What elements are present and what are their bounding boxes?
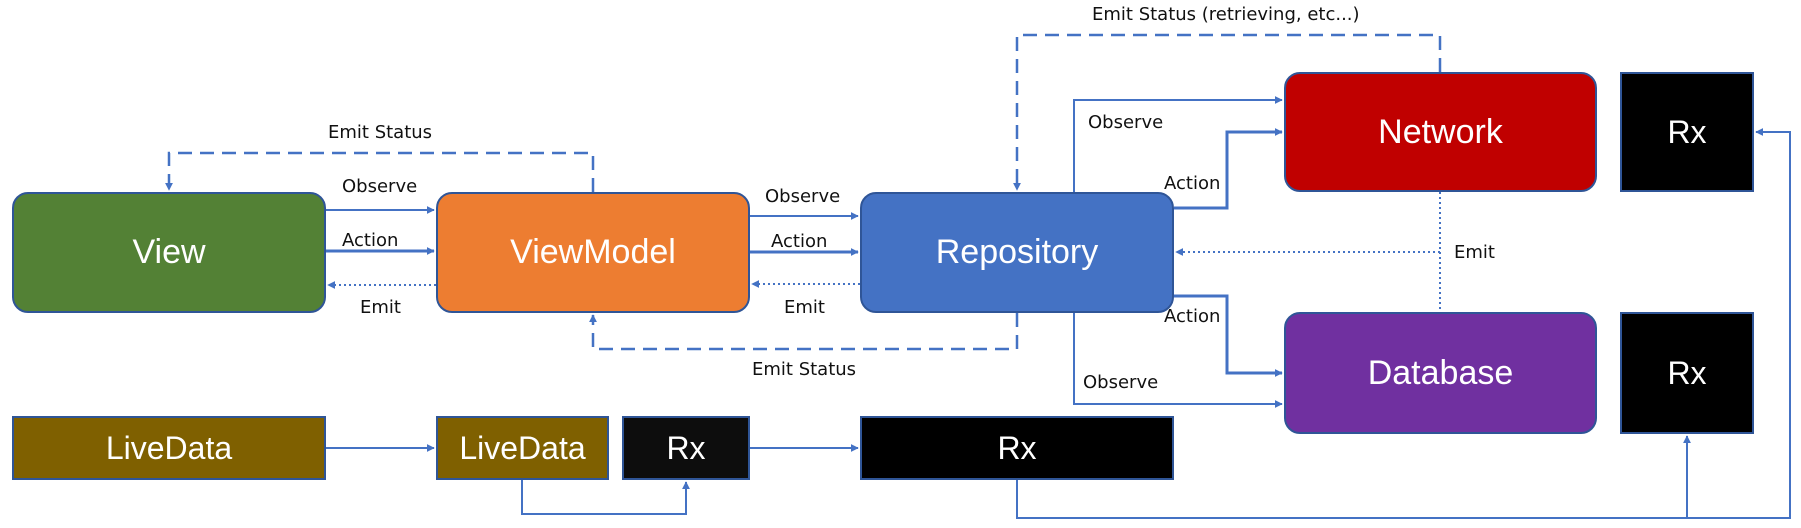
observe-repo-network-label: Observe (1088, 112, 1164, 133)
network-node: Network (1284, 72, 1597, 192)
livedata-viewmodel-label: LiveData (459, 429, 586, 466)
livedata-viewmodel-node: LiveData (436, 416, 609, 480)
action-repo-database-label: Action (1164, 306, 1221, 327)
emit-status-view-label: Emit Status (328, 122, 433, 143)
edge-livedata-vm-to-rx (521, 480, 690, 515)
action-vm-repo-label: Action (771, 231, 828, 252)
repository-node: Repository (860, 192, 1174, 313)
database-node: Database (1284, 312, 1597, 434)
rx-repository-label: Rx (997, 429, 1037, 466)
livedata-view-node: LiveData (12, 416, 326, 480)
edge-emit-status-view (165, 151, 595, 192)
rx-viewmodel-node: Rx (622, 416, 750, 480)
rx-network-label: Rx (1667, 113, 1707, 150)
edge-observe-repo-network (1073, 96, 1283, 192)
rx-database-label: Rx (1667, 354, 1707, 391)
rx-database-node: Rx (1620, 312, 1754, 434)
edge-action-repo-database (1174, 294, 1283, 377)
livedata-view-label: LiveData (105, 429, 233, 466)
edge-emit-status-top (1013, 33, 1442, 191)
rx-viewmodel-label: Rx (666, 429, 706, 466)
edge-emit-status-repo-vm (589, 313, 1019, 351)
edge-observe-repo-database (1073, 313, 1283, 408)
observe-view-vm-label: Observe (342, 176, 418, 197)
emit-status-top-label: Emit Status (retrieving, etc...) (1092, 4, 1360, 25)
rx-repository-node: Rx (860, 416, 1174, 480)
rx-network-node: Rx (1620, 72, 1754, 192)
emit-to-repo-label: Emit (1454, 242, 1495, 263)
viewmodel-node-label: ViewModel (510, 233, 676, 271)
action-repo-network-label: Action (1164, 173, 1221, 194)
network-node-label: Network (1378, 112, 1503, 151)
database-node-label: Database (1367, 353, 1514, 392)
viewmodel-node: ViewModel (436, 192, 750, 313)
emit-vm-view-label: Emit (360, 297, 401, 318)
edges (165, 33, 1791, 519)
observe-repo-database-label: Observe (1083, 372, 1159, 393)
emit-repo-vm-label: Emit (784, 297, 825, 318)
view-node: View (12, 192, 326, 313)
observe-vm-repo-label: Observe (765, 186, 841, 207)
emit-status-repo-vm-label: Emit Status (752, 359, 857, 380)
edge-action-repo-network (1174, 128, 1283, 210)
view-node-label: View (132, 233, 206, 271)
repository-node-label: Repository (935, 233, 1099, 271)
action-view-vm-label: Action (342, 230, 399, 251)
edge-rx-bus-network (1016, 128, 1791, 519)
